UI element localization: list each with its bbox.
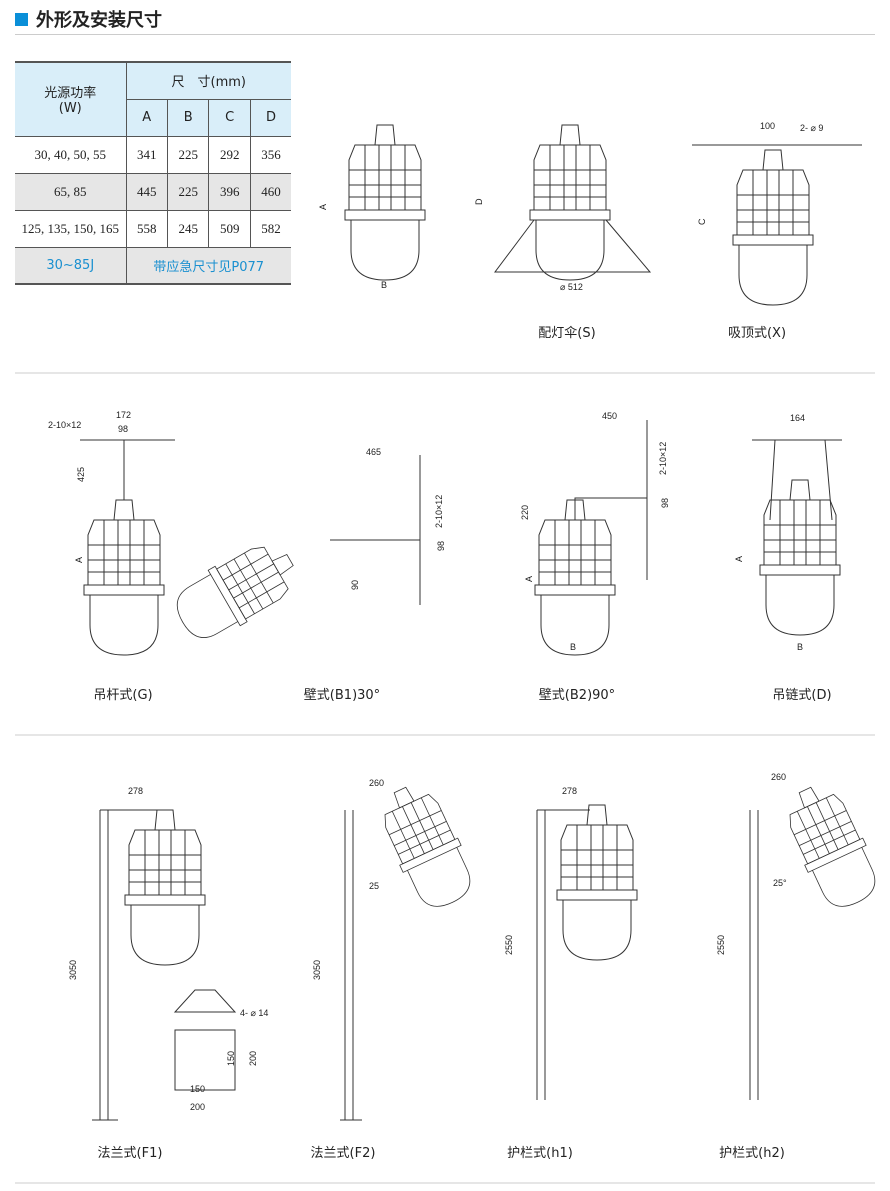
caption-h2: 护栏式(h2) [719, 1146, 785, 1161]
header-marker-icon [15, 12, 28, 26]
cell: 341 [126, 135, 168, 174]
dim: 25° [773, 878, 787, 888]
pole-f2 [340, 776, 482, 1121]
dim: 465 [366, 447, 382, 457]
dim: 220 [520, 504, 530, 520]
dim-100: 100 [760, 121, 776, 131]
pole-f1 [92, 809, 206, 1121]
section-header: 外形及安装尺寸 [15, 6, 162, 32]
dim: 4- ⌀ 14 [240, 1008, 269, 1018]
dim: 3050 [68, 959, 78, 980]
lamp-shade [494, 124, 652, 281]
dim: 2550 [504, 934, 514, 955]
dim-d: D [474, 198, 484, 206]
cell: 460 [250, 172, 291, 211]
dim: 450 [602, 411, 618, 421]
flange-plate [173, 989, 237, 1091]
dim: 164 [790, 413, 806, 423]
dim: 2-10×12 [658, 441, 668, 475]
page-title: 外形及安装尺寸 [36, 10, 162, 31]
cell: 582 [250, 209, 291, 248]
dim: B [570, 642, 577, 652]
lamp-chain [752, 439, 842, 636]
pole-h2 [749, 776, 887, 1100]
dim: A [74, 556, 84, 563]
dim: 90 [350, 579, 360, 590]
dim: 2-10×12 [434, 494, 444, 528]
col-d: D [250, 98, 291, 137]
lamp-wall-90 [534, 420, 648, 656]
dim: 150 [190, 1084, 206, 1094]
dividers [15, 372, 875, 1184]
dim: 278 [128, 786, 144, 796]
dim: B [797, 642, 804, 652]
cell: 225 [167, 135, 210, 174]
dim: 25 [369, 881, 380, 891]
dim: 278 [562, 786, 578, 796]
caption-s: 配灯伞(S) [538, 326, 596, 341]
cell: 225 [167, 172, 210, 211]
cell: 558 [126, 209, 168, 248]
dim: 200 [248, 1050, 258, 1066]
dim: 2-10×12 [48, 420, 82, 430]
cell: 396 [208, 172, 251, 211]
dim-2phi9: 2- ⌀ 9 [800, 123, 824, 133]
divider [15, 34, 875, 35]
dim: 3050 [312, 959, 322, 980]
cell: 125, 135, 150, 165 [15, 209, 127, 248]
caption-f2: 法兰式(F2) [310, 1146, 376, 1161]
dim: 260 [369, 778, 385, 788]
cell: 509 [208, 209, 251, 248]
dim-c: C [697, 218, 707, 226]
dim-a: A [318, 203, 328, 210]
lamp-standard [344, 124, 426, 281]
dim: 98 [118, 424, 129, 434]
caption-h1: 护栏式(h1) [507, 1146, 573, 1161]
pole-h1 [536, 804, 638, 1100]
cell: 30~85J [15, 246, 127, 285]
lamp-wall-30 [166, 455, 421, 651]
cell: 30, 40, 50, 55 [15, 135, 127, 174]
caption-f1: 法兰式(F1) [97, 1146, 163, 1161]
dim: 98 [660, 497, 670, 508]
dim-b: B [381, 280, 388, 290]
caption-b2: 壁式(B2)90° [538, 688, 616, 703]
caption-x: 吸顶式(X) [727, 326, 787, 341]
cell: 带应急尺寸见P077 [126, 246, 291, 285]
dim: A [524, 575, 534, 582]
dim: 260 [771, 772, 787, 782]
cell: 292 [208, 135, 251, 174]
lamp-ceiling [692, 144, 862, 306]
dim: 150 [226, 1050, 236, 1066]
dim: 2550 [716, 934, 726, 955]
lamp-pendant-rod [80, 439, 175, 656]
dim: 200 [190, 1102, 206, 1112]
dim-512: ⌀ 512 [560, 282, 583, 292]
caption-d: 吊链式(D) [772, 688, 832, 703]
caption-b1: 壁式(B1)30° [303, 688, 381, 703]
dim: 425 [76, 466, 86, 482]
dim: 172 [116, 410, 132, 420]
dim: 98 [436, 540, 446, 551]
caption-g: 吊杆式(G) [93, 688, 153, 703]
power-header: 光源功率(W) [15, 61, 127, 137]
dim: A [734, 555, 744, 562]
